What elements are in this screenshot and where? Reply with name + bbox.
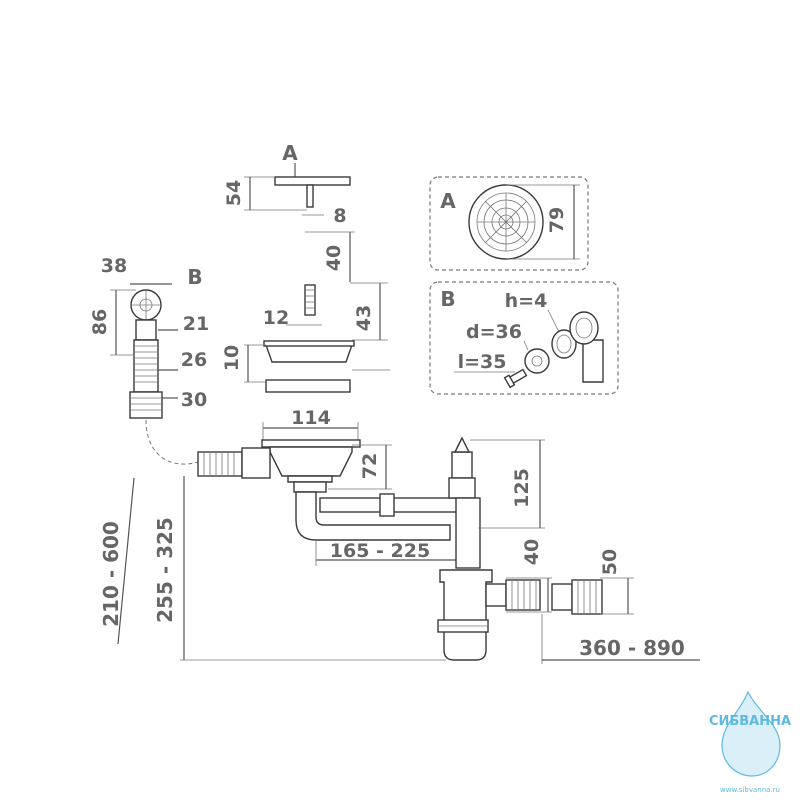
callout-a-label: A bbox=[282, 141, 298, 165]
stopper-drawing: A 54 8 bbox=[223, 141, 351, 227]
dim-outlet-diameter: 40 bbox=[521, 539, 543, 565]
dim-detail-b-h: h=4 bbox=[505, 290, 548, 312]
main-assembly: 114 72 165 - 225 bbox=[99, 407, 700, 664]
dim-detail-b-l: l=35 bbox=[458, 351, 507, 373]
dim-hose-end: 30 bbox=[181, 389, 207, 411]
dim-stopper-height: 54 bbox=[223, 180, 245, 206]
dim-outlet-height: 72 bbox=[359, 453, 381, 479]
dim-bolt-length: 40 bbox=[323, 245, 345, 271]
detail-a-title: A bbox=[440, 189, 456, 213]
strainer-drawing: 10 bbox=[221, 340, 390, 393]
dim-detail-b-d: d=36 bbox=[466, 321, 522, 343]
dim-strainer-height: 10 bbox=[221, 345, 243, 371]
watermark-url: www.sibvanna.ru bbox=[720, 786, 780, 794]
dim-overflow-ring: 21 bbox=[183, 313, 209, 335]
dim-hose-diameter: 26 bbox=[181, 349, 207, 371]
dim-bolt-offset: 43 bbox=[353, 305, 375, 331]
dim-overflow-height: 86 bbox=[89, 309, 111, 335]
dim-detail-a-diameter: 79 bbox=[546, 207, 568, 233]
dim-total-length: 360 - 890 bbox=[579, 636, 685, 660]
dim-bolt-diameter: 12 bbox=[263, 307, 289, 329]
dim-hose-length: 210 - 600 bbox=[99, 521, 123, 627]
dim-sink-diameter: 114 bbox=[291, 407, 331, 429]
detail-a-box: A 79 bbox=[429, 176, 589, 271]
callout-b-label: B bbox=[187, 265, 202, 289]
dim-trap-height: 255 - 325 bbox=[153, 517, 177, 623]
dim-stopper-stem: 8 bbox=[333, 205, 346, 227]
detail-b-title: B bbox=[440, 287, 455, 311]
watermark-brand: СИБВАННА bbox=[709, 714, 791, 729]
watermark-logo: СИБВАННА www.sibvanna.ru bbox=[709, 690, 791, 794]
dim-adapter-diameter: 50 bbox=[599, 549, 621, 575]
overflow-drawing: 38 B 86 21 26 30 bbox=[89, 255, 209, 465]
dim-overflow-width: 38 bbox=[101, 255, 127, 277]
dim-pipe-height: 125 bbox=[511, 468, 533, 508]
detail-b-box: B h=4 d=36 l=35 bbox=[429, 281, 619, 395]
dim-pipe-length: 165 - 225 bbox=[330, 540, 430, 562]
bolt-drawing: 40 12 43 bbox=[263, 231, 388, 341]
